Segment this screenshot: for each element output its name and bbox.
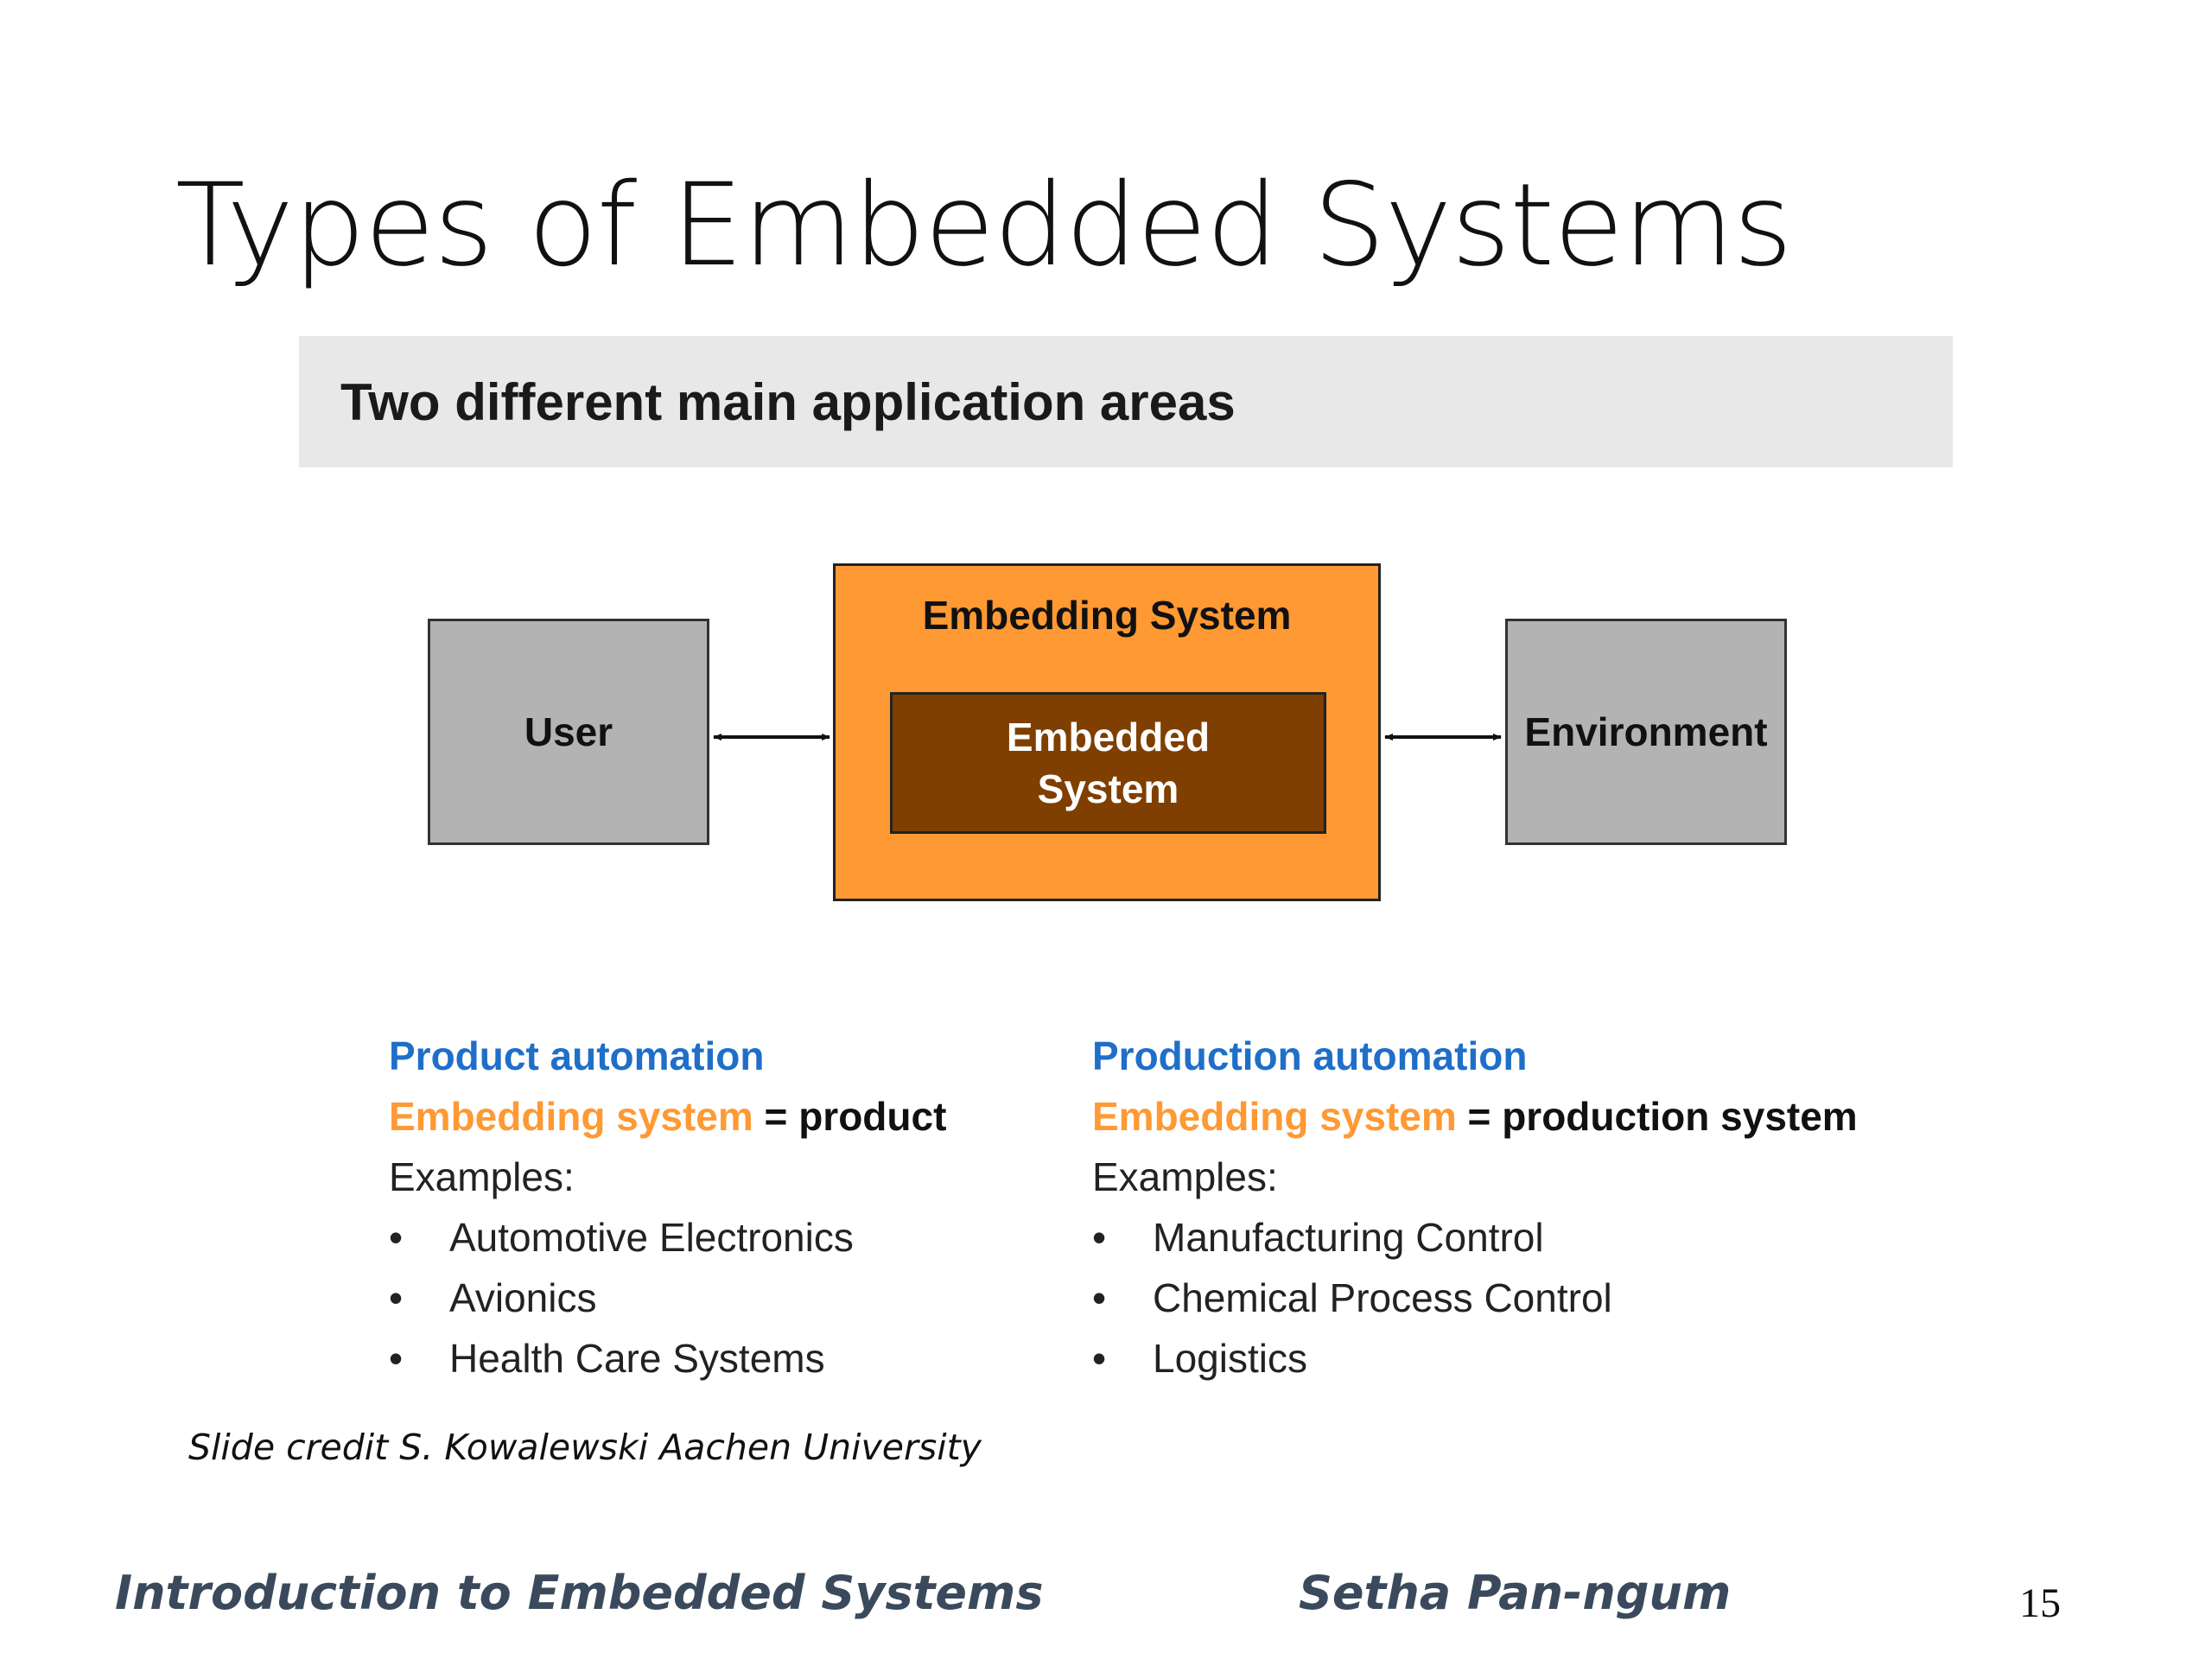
environment-box: Environment: [1505, 619, 1787, 845]
product-automation-column: Product automation Embedding system = pr…: [389, 1026, 946, 1389]
production-automation-heading: Production automation: [1092, 1033, 1528, 1078]
list-item: • Avionics: [389, 1268, 946, 1328]
list-item-label: Automotive Electronics: [449, 1215, 854, 1260]
definition-rest: = production system: [1456, 1094, 1858, 1139]
examples-label: Examples:: [1092, 1154, 1278, 1199]
list-item: • Logistics: [1092, 1328, 1858, 1389]
definition-highlight: Embedding system: [389, 1094, 753, 1139]
list-item-label: Chemical Process Control: [1153, 1275, 1612, 1320]
definition-rest: = product: [753, 1094, 947, 1139]
product-automation-heading: Product automation: [389, 1033, 765, 1078]
embedding-system-box: Embedding System Embedded System: [833, 563, 1381, 901]
list-item-label: Health Care Systems: [449, 1336, 825, 1381]
embedding-system-label: Embedding System: [922, 593, 1292, 638]
production-examples-list: • Manufacturing Control • Chemical Process…: [1092, 1207, 1858, 1389]
embedded-system-box: Embedded System: [890, 692, 1326, 834]
user-label: User: [524, 709, 613, 754]
list-item: • Manufacturing Control: [1092, 1207, 1858, 1268]
user-box: User: [428, 619, 709, 845]
list-item: • Automotive Electronics: [389, 1207, 946, 1268]
footer-course-title: Introduction to Embedded Systems: [115, 1566, 1044, 1620]
bullet-icon: •: [389, 1275, 404, 1320]
bullet-icon: •: [1092, 1275, 1107, 1320]
list-item-label: Manufacturing Control: [1153, 1215, 1544, 1260]
definition-highlight: Embedding system: [1092, 1094, 1457, 1139]
bullet-icon: •: [1092, 1336, 1107, 1381]
bullet-icon: •: [389, 1215, 404, 1260]
bullet-icon: •: [1092, 1215, 1107, 1260]
page-number: 15: [2019, 1580, 2061, 1626]
production-automation-definition: Embedding system = production system: [1092, 1086, 1858, 1147]
list-item: • Chemical Process Control: [1092, 1268, 1858, 1328]
embedded-system-label-line1: Embedded: [1006, 715, 1211, 760]
embedded-system-label-line2: System: [1037, 766, 1179, 811]
list-item-label: Avionics: [449, 1275, 597, 1320]
section-banner: Two different main application areas: [299, 336, 1953, 467]
list-item: • Health Care Systems: [389, 1328, 946, 1389]
environment-label: Environment: [1524, 709, 1768, 754]
product-automation-definition: Embedding system = product: [389, 1086, 946, 1147]
product-examples-list: • Automotive Electronics • Avionics • Healt…: [389, 1207, 946, 1389]
bullet-icon: •: [389, 1336, 404, 1381]
production-automation-column: Production automation Embedding system =…: [1092, 1026, 1858, 1389]
examples-label: Examples:: [389, 1154, 575, 1199]
slide-credit: Slide credit S. Kowalewski Aachen Univer…: [188, 1427, 982, 1468]
banner-text: Two different main application areas: [340, 372, 1236, 431]
list-item-label: Logistics: [1153, 1336, 1307, 1381]
footer-author: Setha Pan-ngum: [1299, 1566, 1732, 1620]
slide-title: Types of Embedded Systems: [175, 159, 1793, 292]
